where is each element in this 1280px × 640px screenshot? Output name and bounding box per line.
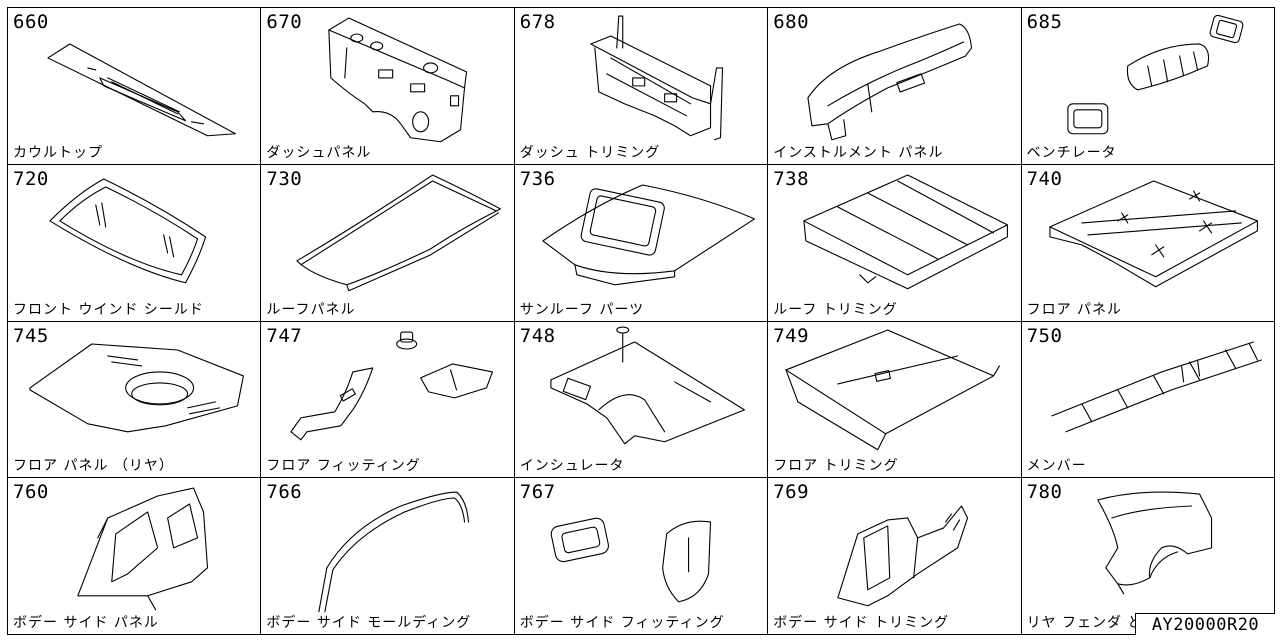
roof-panel-icon (261, 165, 513, 321)
section-label: インストルメント パネル (773, 144, 944, 161)
section-code: 740 (1026, 167, 1063, 190)
section-label: ボデー サイド トリミング (773, 615, 950, 631)
section-label: ダッシュパネル (266, 144, 372, 161)
rear-fender-fitting-icon (1022, 478, 1274, 634)
section-label: フロア パネル （リヤ） (13, 458, 174, 475)
section-cell-747[interactable]: 747 フロア フィッティング (261, 321, 515, 479)
dash-panel-icon (261, 8, 513, 164)
rear-floor-panel-icon (8, 322, 260, 478)
section-code: 738 (773, 167, 810, 190)
section-label: フロント ウインド シールド (13, 301, 204, 318)
section-code: 749 (773, 324, 810, 347)
section-code: 748 (519, 324, 556, 347)
section-code: 678 (519, 11, 556, 33)
section-code: 730 (266, 167, 303, 190)
section-cell-767[interactable]: 767 ボデー サイド フィッティング (514, 478, 769, 635)
parts-catalog-grid: 660 カウルトップ 670 (7, 7, 1275, 635)
section-cell-766[interactable]: 766 ボデー サイド モールディング (261, 478, 515, 635)
section-code: 736 (519, 167, 556, 190)
section-code: 685 (1026, 11, 1063, 33)
sunroof-parts-icon (515, 165, 767, 321)
body-side-panel-icon (8, 478, 260, 634)
section-code: 769 (773, 481, 810, 504)
section-label: ダッシュ トリミング (519, 144, 661, 161)
section-label: メンバー (1026, 458, 1087, 475)
section-code: 670 (266, 11, 303, 33)
section-code: 720 (13, 167, 49, 190)
section-label: フロア パネル (1026, 301, 1123, 318)
catalog-reference-code: AY20000R20 (1135, 613, 1275, 635)
section-label: ボデー サイド モールディング (266, 615, 472, 631)
section-cell-769[interactable]: 769 ボデー サイド トリミング (768, 478, 1022, 635)
section-code: 745 (13, 324, 49, 347)
section-code: 766 (266, 481, 303, 504)
dash-trimming-icon (515, 8, 767, 164)
section-label: ルーフパネル (266, 301, 356, 318)
section-label: ボデー サイド フィッティング (519, 615, 725, 631)
cowl-top-icon (8, 8, 260, 164)
section-label: サンルーフ パーツ (519, 301, 645, 318)
section-cell-738[interactable]: 738 ルーフ トリミング (768, 164, 1022, 322)
floor-fitting-icon (261, 322, 513, 478)
section-code: 747 (266, 324, 303, 347)
member-frame-icon (1022, 322, 1274, 478)
roof-trimming-icon (768, 165, 1020, 321)
section-cell-680[interactable]: 680 インストルメント パネル (768, 8, 1022, 165)
section-cell-720[interactable]: 720 フロント ウインド シールド (8, 164, 262, 322)
section-code: 680 (773, 11, 810, 33)
section-cell-736[interactable]: 736 サンルーフ パーツ (514, 164, 769, 322)
insulator-icon (515, 322, 767, 478)
section-label: インシュレータ (519, 458, 625, 475)
section-cell-730[interactable]: 730 ルーフパネル (261, 164, 515, 322)
section-label: カウルトップ (13, 144, 103, 161)
floor-panel-icon (1022, 165, 1274, 321)
body-side-fitting-icon (515, 478, 767, 634)
section-cell-660[interactable]: 660 カウルトップ (8, 8, 262, 165)
section-code: 750 (1026, 324, 1063, 347)
section-code: 780 (1026, 481, 1063, 504)
section-cell-760[interactable]: 760 ボデー サイド パネル (8, 478, 262, 635)
section-cell-685[interactable]: 685 ベンチレータ (1021, 8, 1275, 165)
section-cell-740[interactable]: 740 フロア パネル (1021, 164, 1275, 322)
section-cell-750[interactable]: 750 メンバー (1021, 321, 1275, 479)
section-code: 767 (519, 481, 556, 504)
section-cell-678[interactable]: 678 ダッシュ トリミング (514, 8, 769, 165)
front-windshield-icon (8, 165, 260, 321)
section-cell-749[interactable]: 749 フロア トリミング (768, 321, 1022, 479)
ventilator-icon (1022, 8, 1274, 164)
section-label: ベンチレータ (1026, 144, 1117, 161)
section-label: ルーフ トリミング (773, 301, 898, 318)
body-side-molding-icon (261, 478, 513, 634)
section-cell-745[interactable]: 745 フロア パネル （リヤ） (8, 321, 262, 479)
section-cell-670[interactable]: 670 ダッシュパネル (261, 8, 515, 165)
section-label: フロア トリミング (773, 458, 899, 475)
section-code: 660 (13, 11, 49, 33)
section-code: 760 (13, 481, 49, 504)
instrument-panel-icon (768, 8, 1020, 164)
section-cell-748[interactable]: 748 インシュレータ (514, 321, 769, 479)
floor-trimming-icon (768, 322, 1020, 478)
section-label: ボデー サイド パネル (13, 615, 159, 631)
section-cell-780[interactable]: 780 リヤ フェンダ と フィッティング (1021, 478, 1275, 635)
body-side-trimming-icon (768, 478, 1020, 634)
section-label: フロア フィッティング (266, 458, 421, 475)
